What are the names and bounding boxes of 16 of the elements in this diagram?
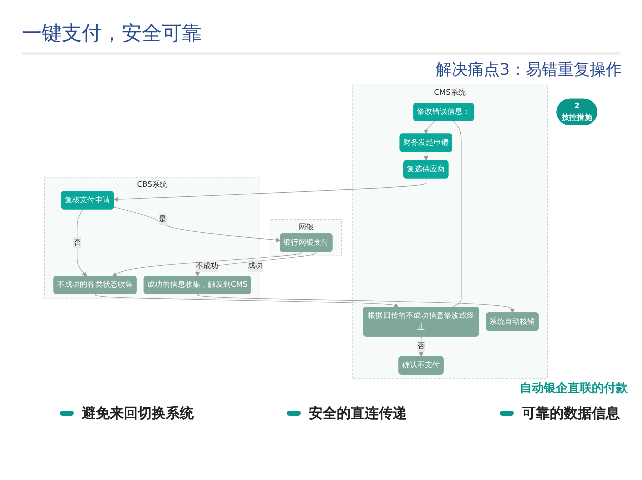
bullet-text: 避免来回切换系统 xyxy=(82,406,194,422)
arrow xyxy=(424,121,436,134)
subtitle: 解决痛点3：易错重复操作 xyxy=(436,60,622,81)
arrow xyxy=(114,178,427,202)
arrow xyxy=(195,252,316,277)
arrow xyxy=(112,252,302,277)
arrow xyxy=(424,152,429,162)
note-text: 自动银企直联的付款 xyxy=(520,380,628,397)
arrow xyxy=(198,294,516,314)
arrow xyxy=(95,294,399,308)
arrow xyxy=(77,209,88,277)
connector xyxy=(452,121,462,308)
page-title: 一键支付，安全可靠 xyxy=(22,20,202,47)
bullet-text: 安全的直连传递 xyxy=(309,406,407,422)
bullet-text: 可靠的数据信息 xyxy=(522,406,620,422)
arrow xyxy=(114,207,281,243)
